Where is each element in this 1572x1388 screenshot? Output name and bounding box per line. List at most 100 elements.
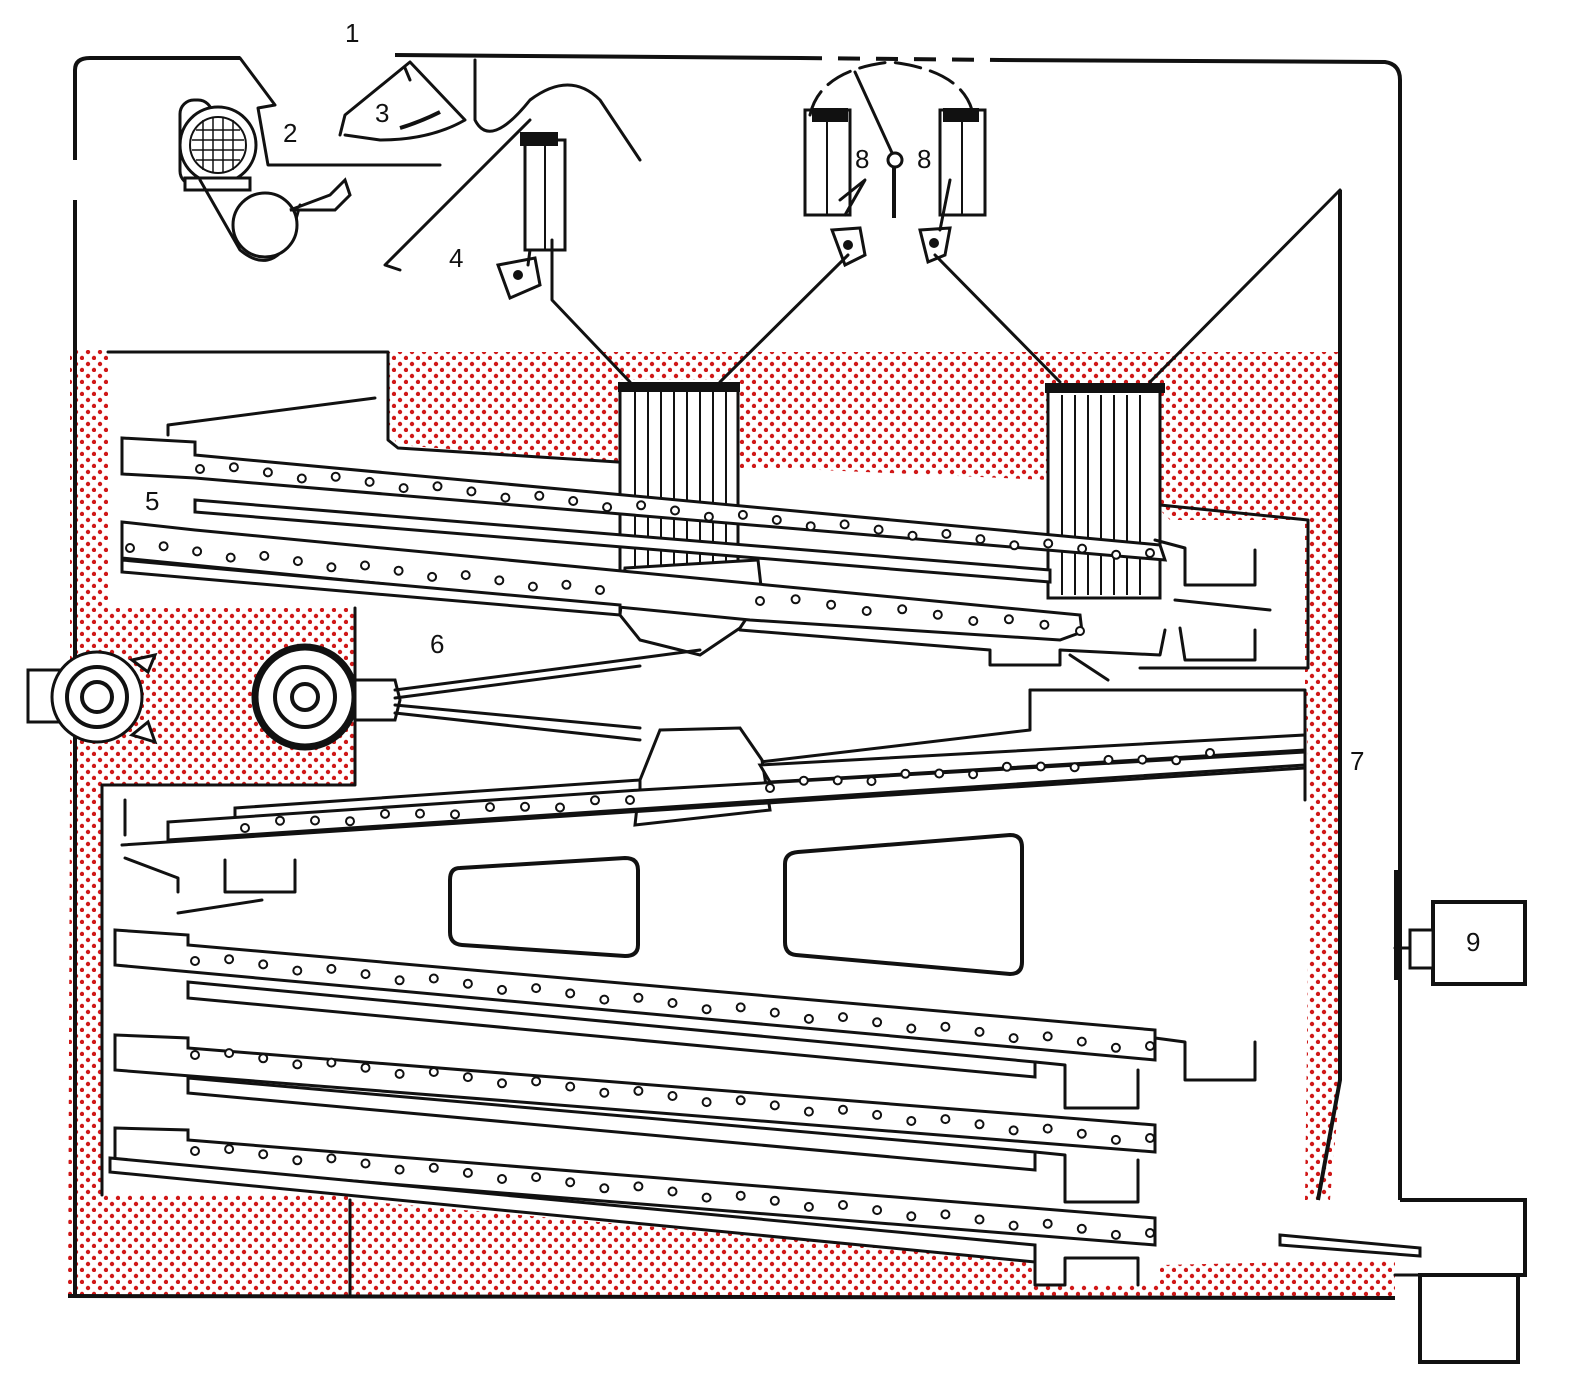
upper-frame bbox=[106, 350, 620, 464]
sieve-hole bbox=[974, 1214, 985, 1225]
sieve-hole bbox=[906, 1211, 917, 1222]
sieve-hole bbox=[861, 606, 872, 616]
sieve-hole bbox=[703, 511, 714, 522]
sieve-hole bbox=[292, 1059, 303, 1070]
sieve-hole bbox=[790, 594, 801, 605]
insulation-left-lower bbox=[68, 785, 1395, 1298]
housing-top-dashed bbox=[799, 56, 1001, 62]
sieve-hole bbox=[258, 959, 269, 970]
drive-motor-right bbox=[251, 643, 702, 751]
sieve-hole bbox=[561, 579, 572, 590]
sieve-hole bbox=[190, 1050, 200, 1060]
drive-motor-left-lug-top bbox=[128, 652, 158, 675]
sieve-hole bbox=[941, 528, 952, 539]
cylinder-center-right-cap bbox=[943, 108, 979, 122]
sieve-hole bbox=[531, 983, 542, 994]
sieve-hole bbox=[701, 1004, 712, 1015]
sieve-hole bbox=[1077, 543, 1088, 554]
sieve-hole bbox=[228, 462, 239, 473]
sieve-hole bbox=[224, 1144, 235, 1155]
sieve-hole bbox=[428, 1067, 439, 1077]
inspection-windows bbox=[448, 832, 1024, 977]
funnel-left-a bbox=[550, 238, 632, 384]
sieve-hole bbox=[873, 524, 884, 535]
sieve-hole bbox=[190, 956, 200, 966]
label-7: 7 bbox=[1350, 746, 1364, 776]
sieve-hole bbox=[485, 802, 495, 813]
housing-top bbox=[394, 53, 801, 60]
sieve-hole bbox=[633, 992, 644, 1003]
upper-deck-return bbox=[738, 628, 1167, 667]
sieve-hole bbox=[192, 546, 203, 557]
sieve-hole bbox=[125, 543, 135, 553]
intake-curve bbox=[473, 58, 642, 162]
cylinder-left bbox=[495, 132, 567, 301]
sieve-hole bbox=[380, 808, 390, 819]
fan-grille-mesh bbox=[192, 117, 244, 173]
feed-funnels bbox=[550, 188, 1342, 384]
drive-shaft-lower bbox=[393, 703, 642, 730]
sieve-hole bbox=[907, 530, 918, 541]
sieve-hole bbox=[497, 1078, 507, 1089]
sieve-hole bbox=[1069, 762, 1080, 773]
sieve-hole bbox=[275, 815, 285, 826]
sieve-hole bbox=[364, 476, 375, 487]
sieve-hole bbox=[360, 560, 370, 571]
sieve-hole bbox=[360, 1062, 371, 1073]
sieve-hole bbox=[838, 1012, 848, 1023]
housing-inner-right-wall bbox=[1316, 190, 1342, 1201]
feed-hopper-outline bbox=[338, 60, 467, 142]
upper-deck-1 bbox=[120, 436, 1168, 562]
sieve-hole bbox=[195, 464, 205, 474]
sieve-hole bbox=[326, 1153, 337, 1164]
sieve-hole bbox=[1103, 754, 1114, 765]
sieve-hole bbox=[1042, 1031, 1053, 1042]
mid-frame-upper bbox=[100, 606, 357, 1197]
sieve-hole bbox=[432, 481, 443, 492]
sieve-hole bbox=[1008, 1033, 1019, 1044]
sieve-hole bbox=[735, 1095, 746, 1106]
upper-discharge-d bbox=[1068, 653, 1110, 682]
feed-line-left bbox=[383, 118, 532, 272]
sieve-hole bbox=[427, 571, 438, 582]
lower-deck-1-rail bbox=[186, 980, 1037, 1079]
feed-hopper-flap bbox=[403, 66, 412, 82]
label-3: 3 bbox=[375, 98, 389, 128]
upper-frame-right bbox=[1138, 503, 1310, 670]
sieve-hole bbox=[737, 509, 748, 520]
sieve-hole bbox=[838, 1200, 848, 1210]
housing-outline bbox=[73, 56, 240, 160]
sieve-hole bbox=[393, 565, 404, 576]
sieve-hole bbox=[803, 1013, 814, 1024]
sieve-hole bbox=[1008, 1125, 1019, 1136]
center-pivot-line bbox=[853, 70, 895, 157]
sieve-hole bbox=[224, 1048, 235, 1059]
sieve-hole bbox=[625, 795, 635, 805]
sieve-hole bbox=[906, 1116, 917, 1126]
sieve-hole bbox=[599, 994, 610, 1005]
lower-deck-3-discharge bbox=[1033, 1150, 1140, 1204]
sieve-hole bbox=[1076, 1128, 1087, 1139]
upper-discharge-c bbox=[1178, 626, 1257, 662]
sieve-hole bbox=[259, 550, 270, 561]
sieve-hole bbox=[326, 1057, 337, 1068]
sieve-hole bbox=[326, 963, 337, 974]
center-dome bbox=[808, 60, 974, 218]
sieve-hole bbox=[595, 585, 605, 595]
sieve-hole bbox=[934, 768, 945, 779]
sieve-hole bbox=[292, 965, 303, 976]
sieve-hole bbox=[906, 1023, 917, 1034]
sieve-hole bbox=[872, 1109, 883, 1120]
funnel-left-b bbox=[718, 253, 850, 384]
lower-deck-4-discharge bbox=[1033, 1243, 1140, 1287]
sieve-hole bbox=[1009, 540, 1020, 551]
housing bbox=[67, 53, 1402, 1300]
sieve-hole bbox=[974, 1026, 985, 1037]
sieve-hole bbox=[897, 604, 908, 615]
sieve-hole bbox=[462, 1167, 473, 1178]
sieve-hole bbox=[258, 1053, 269, 1064]
sieve-hole bbox=[240, 823, 250, 833]
right-outlet bbox=[1393, 870, 1527, 1364]
sieve-hole bbox=[1145, 548, 1155, 558]
